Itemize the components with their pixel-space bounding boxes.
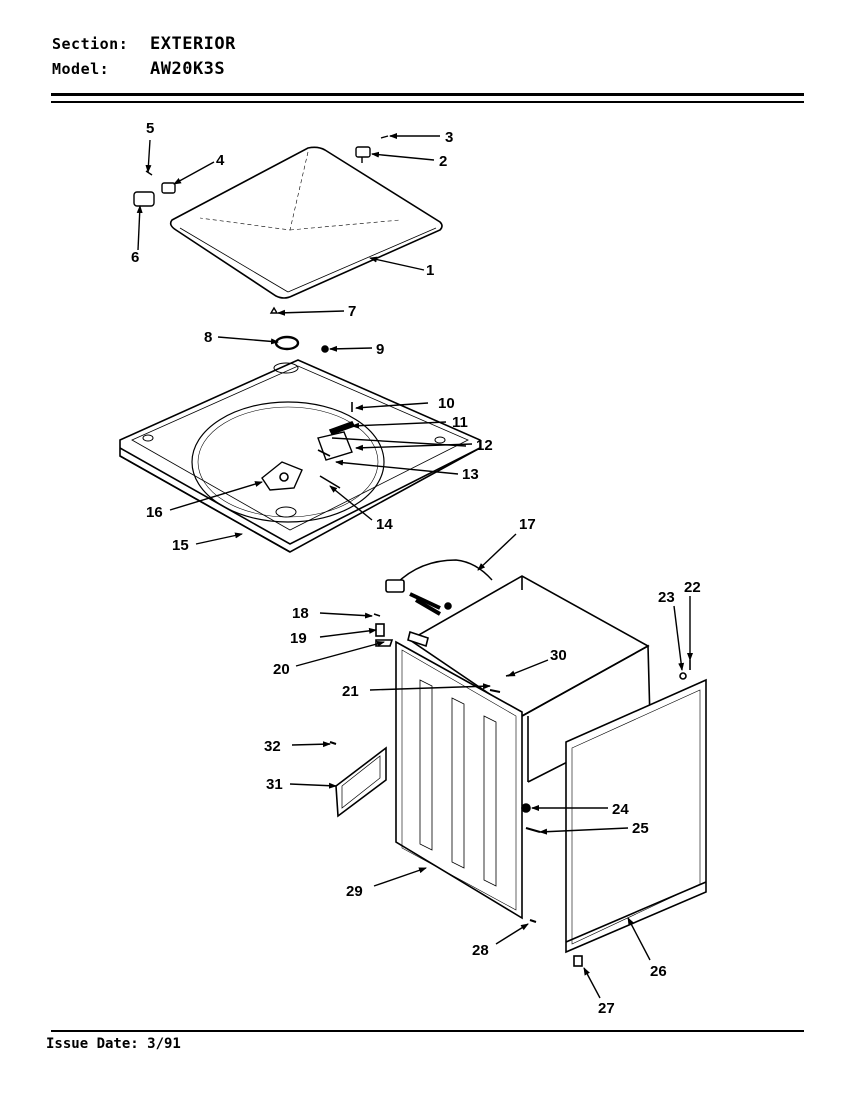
callout-7: 7 — [348, 303, 356, 320]
callout-32: 32 — [264, 738, 281, 755]
callout-13: 13 — [462, 466, 479, 483]
section-value: EXTERIOR — [150, 34, 236, 54]
callout-2: 2 — [439, 153, 447, 170]
callout-10: 10 — [438, 395, 455, 412]
callout-31: 31 — [266, 776, 283, 793]
callout-3: 3 — [445, 129, 453, 146]
callout-18: 18 — [292, 605, 309, 622]
callout-30: 30 — [550, 647, 567, 664]
callout-25: 25 — [632, 820, 649, 837]
callout-28: 28 — [472, 942, 489, 959]
callout-9: 9 — [376, 341, 384, 358]
callout-1: 1 — [426, 262, 434, 279]
top-panel-drawing — [119, 335, 481, 553]
footer-rule — [51, 1030, 804, 1032]
callout-4: 4 — [216, 152, 225, 169]
callout-15: 15 — [172, 537, 189, 554]
section-label: Section: — [52, 35, 129, 53]
model-value: AW20K3S — [150, 59, 226, 79]
lid-drawing — [169, 146, 443, 299]
section-heading: Section: EXTERIOR — [52, 34, 236, 54]
callout-14: 14 — [376, 516, 393, 533]
callout-8: 8 — [204, 329, 212, 346]
callout-29: 29 — [346, 883, 363, 900]
callout-16: 16 — [146, 504, 163, 521]
model-label: Model: — [52, 60, 110, 78]
callout-21: 21 — [342, 683, 359, 700]
header-rule-thin — [51, 101, 804, 103]
callout-27: 27 — [598, 1000, 615, 1017]
callout-24: 24 — [612, 801, 629, 818]
callout-17: 17 — [519, 516, 536, 533]
lid-hinge-parts — [133, 135, 389, 314]
issue-date: Issue Date: 3/91 — [46, 1036, 181, 1052]
callout-22: 22 — [684, 579, 701, 596]
callout-11: 11 — [452, 414, 468, 431]
callout-12: 12 — [476, 437, 493, 454]
callout-20: 20 — [273, 661, 290, 678]
callout-19: 19 — [290, 630, 307, 647]
model-heading: Model: AW20K3S — [52, 59, 225, 79]
callout-6: 6 — [131, 249, 139, 266]
callout-5: 5 — [146, 120, 154, 137]
callout-23: 23 — [658, 589, 675, 606]
callout-26: 26 — [650, 963, 667, 980]
cabinet-drawing — [329, 559, 707, 967]
header-rule-thick — [51, 93, 804, 96]
leader-lines — [136, 133, 693, 999]
